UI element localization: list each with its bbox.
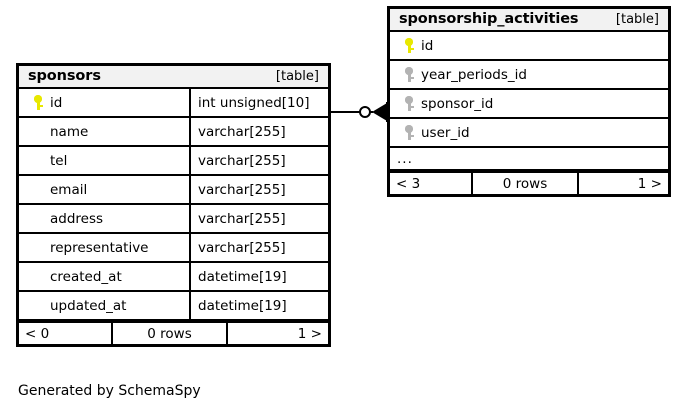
table-row[interactable]: user_id xyxy=(390,119,668,148)
row-count-label: 0 rows xyxy=(113,323,228,344)
column-label: name xyxy=(50,123,89,140)
column-label: address xyxy=(50,210,104,227)
table-sponsors-title: sponsors xyxy=(28,68,101,84)
prev-page-button[interactable]: < 3 xyxy=(390,173,473,194)
table-row[interactable]: id xyxy=(390,32,668,61)
table-row[interactable]: created_at datetime[19] xyxy=(19,263,328,292)
table-sponsors-kind: [table] xyxy=(275,68,319,84)
column-name-cell: sponsor_id xyxy=(390,90,668,117)
more-columns-indicator: ... xyxy=(390,148,668,171)
column-name-cell: id xyxy=(390,32,668,59)
foreign-key-icon xyxy=(397,67,421,82)
column-name-cell: id xyxy=(19,89,191,116)
column-name-cell: created_at xyxy=(19,263,191,290)
column-label: user_id xyxy=(421,124,470,141)
table-row[interactable]: tel varchar[255] xyxy=(19,147,328,176)
next-page-button[interactable]: 1 > xyxy=(637,175,662,192)
column-label: year_periods_id xyxy=(421,66,527,83)
table-row[interactable]: sponsor_id xyxy=(390,90,668,119)
column-type: int unsigned[10] xyxy=(198,94,310,111)
foreign-key-icon xyxy=(397,96,421,111)
table-row[interactable]: email varchar[255] xyxy=(19,176,328,205)
column-name-cell: email xyxy=(19,176,191,203)
table-row[interactable]: updated_at datetime[19] xyxy=(19,292,328,321)
table-row[interactable]: year_periods_id xyxy=(390,61,668,90)
table-row[interactable]: representative varchar[255] xyxy=(19,234,328,263)
table-sponsorship-activities-footer: < 3 0 rows 1 > xyxy=(390,171,668,194)
column-label: sponsor_id xyxy=(421,95,494,112)
column-label: id xyxy=(421,37,434,54)
column-type: datetime[19] xyxy=(198,297,287,314)
table-row[interactable]: address varchar[255] xyxy=(19,205,328,234)
table-sponsorship-activities[interactable]: sponsorship_activities [table] id year_p… xyxy=(387,6,671,197)
foreign-key-icon xyxy=(397,125,421,140)
column-type: varchar[255] xyxy=(198,181,286,198)
table-sponsors[interactable]: sponsors [table] id int unsigned[10] nam… xyxy=(16,63,331,347)
relationship-connector-sponsors-to-sponsorship-activities xyxy=(328,102,388,122)
generated-by-caption: Generated by SchemaSpy xyxy=(18,383,201,399)
primary-key-icon xyxy=(26,95,50,110)
column-name-cell: tel xyxy=(19,147,191,174)
column-name-cell: updated_at xyxy=(19,292,191,319)
table-sponsorship-activities-kind: [table] xyxy=(615,11,659,27)
column-label: created_at xyxy=(50,268,122,285)
column-label: tel xyxy=(50,152,68,169)
row-count-label: 0 rows xyxy=(473,173,579,194)
column-type: datetime[19] xyxy=(198,268,287,285)
column-name-cell: year_periods_id xyxy=(390,61,668,88)
column-type: varchar[255] xyxy=(198,123,286,140)
table-sponsors-header: sponsors [table] xyxy=(19,66,328,89)
next-page-button[interactable]: 1 > xyxy=(297,325,322,342)
table-row[interactable]: name varchar[255] xyxy=(19,118,328,147)
primary-key-icon xyxy=(397,38,421,53)
table-sponsorship-activities-header: sponsorship_activities [table] xyxy=(390,9,668,32)
column-name-cell: representative xyxy=(19,234,191,261)
column-name-cell: name xyxy=(19,118,191,145)
column-type: varchar[255] xyxy=(198,152,286,169)
table-row[interactable]: id int unsigned[10] xyxy=(19,89,328,118)
column-label: representative xyxy=(50,239,149,256)
column-name-cell: address xyxy=(19,205,191,232)
prev-page-button[interactable]: < 0 xyxy=(19,323,113,344)
column-type: varchar[255] xyxy=(198,239,286,256)
table-sponsorship-activities-title: sponsorship_activities xyxy=(399,11,579,27)
column-label: updated_at xyxy=(50,297,127,314)
column-name-cell: user_id xyxy=(390,119,668,146)
table-sponsors-footer: < 0 0 rows 1 > xyxy=(19,321,328,344)
column-label: id xyxy=(50,94,63,111)
column-label: email xyxy=(50,181,88,198)
column-type: varchar[255] xyxy=(198,210,286,227)
